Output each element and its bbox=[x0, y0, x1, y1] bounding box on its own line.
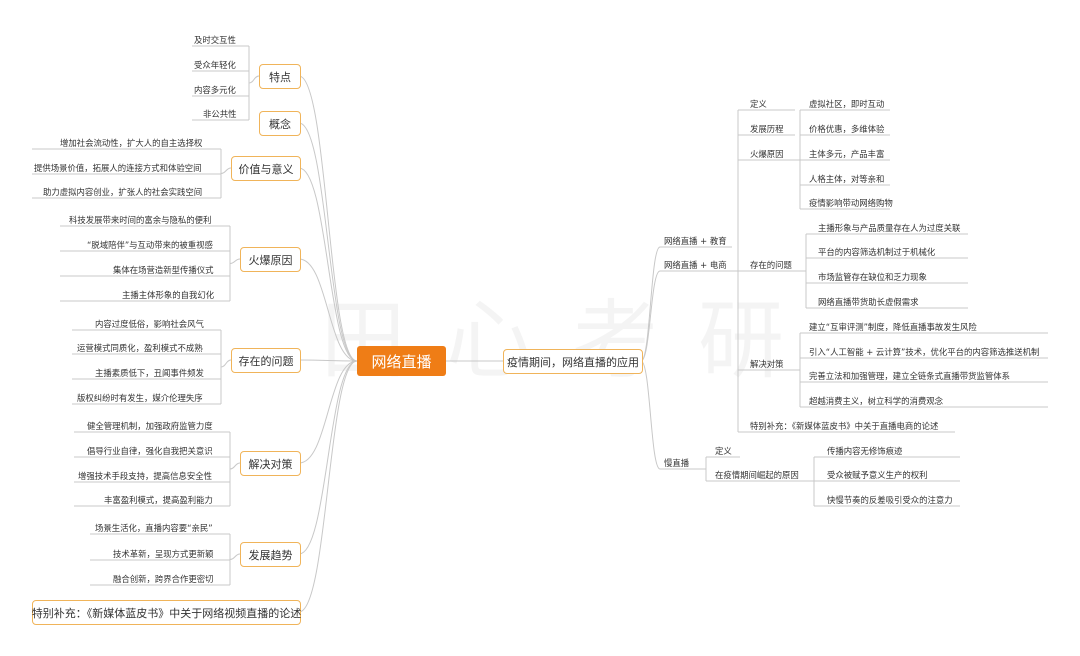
ecom-definition: 定义 bbox=[750, 99, 767, 109]
ecom-problem-1: 主播形象与产品质量存在人为过度关联 bbox=[818, 223, 961, 233]
ecom-solutions: 解决对策 bbox=[750, 359, 784, 369]
branch-problems[interactable]: 存在的问题 bbox=[231, 348, 301, 373]
ecom-solution-4: 超越消费主义，树立科学的消费观念 bbox=[809, 396, 943, 406]
leaf-trend-2: 技术革新，呈现方式更新颖 bbox=[113, 549, 214, 559]
branch-solutions[interactable]: 解决对策 bbox=[240, 451, 301, 476]
slow-rise-3: 快慢节奏的反差吸引受众的注意力 bbox=[827, 495, 953, 505]
slow-rise-2: 受众被赋予意义生产的权利 bbox=[827, 470, 928, 480]
root-node[interactable]: 网络直播 bbox=[357, 346, 446, 376]
ecom-solution-3: 完善立法和加强管理，建立全链条式直播带货监管体系 bbox=[809, 371, 1010, 381]
ecom-supplement: 特别补充：《新媒体蓝皮书》中关于直播电商的论述 bbox=[750, 421, 939, 431]
leaf-feature-3: 内容多元化 bbox=[194, 85, 236, 95]
branch-concept[interactable]: 概念 bbox=[259, 111, 301, 136]
leaf-value-1: 增加社会流动性，扩大人的自主选择权 bbox=[60, 138, 203, 148]
slow-rise: 在疫情期间崛起的原因 bbox=[715, 470, 799, 480]
ecom-reason-2: 价格优惠，多维体验 bbox=[809, 124, 885, 134]
ecom-problem-2: 平台的内容筛选机制过于机械化 bbox=[818, 247, 936, 257]
ecom-history: 发展历程 bbox=[750, 124, 784, 134]
sub-ecom[interactable]: 网络直播 + 电商 bbox=[664, 260, 727, 270]
leaf-solution-2: 倡导行业自律，强化自我把关意识 bbox=[87, 446, 213, 456]
sub-slow[interactable]: 慢直播 bbox=[664, 458, 690, 468]
branch-supplement[interactable]: 特别补充：《新媒体蓝皮书》中关于网络视频直播的论述 bbox=[32, 600, 301, 625]
leaf-solution-1: 健全管理机制，加强政府监管力度 bbox=[87, 421, 213, 431]
leaf-problem-3: 主播素质低下，丑闻事件频发 bbox=[95, 368, 204, 378]
ecom-reasons: 火爆原因 bbox=[750, 149, 784, 159]
branch-value[interactable]: 价值与意义 bbox=[231, 156, 301, 181]
branch-trends[interactable]: 发展趋势 bbox=[240, 542, 301, 567]
ecom-problem-4: 网络直播带货助长虚假需求 bbox=[818, 297, 919, 307]
leaf-popularity-4: 主播主体形象的自我幻化 bbox=[122, 290, 215, 300]
leaf-problem-2: 运营模式同质化，盈利模式不成熟 bbox=[77, 343, 203, 353]
ecom-reason-4: 人格主体，对等亲和 bbox=[809, 174, 885, 184]
leaf-trend-3: 融合创新，跨界合作更密切 bbox=[113, 574, 214, 584]
leaf-feature-2: 受众年轻化 bbox=[194, 60, 236, 70]
leaf-problem-1: 内容过度低俗，影响社会风气 bbox=[95, 319, 204, 329]
leaf-popularity-2: “脱域陪伴”与互动带来的被重视感 bbox=[87, 240, 213, 250]
leaf-solution-3: 增强技术手段支持，提高信息安全性 bbox=[78, 471, 212, 481]
leaf-feature-4: 非公共性 bbox=[203, 109, 237, 119]
leaf-feature-1: 及时交互性 bbox=[194, 35, 236, 45]
ecom-problem-3: 市场监管存在缺位和乏力现象 bbox=[818, 272, 927, 282]
branch-features[interactable]: 特点 bbox=[259, 64, 301, 89]
ecom-reason-1: 虚拟社区，即时互动 bbox=[809, 99, 885, 109]
branch-popularity[interactable]: 火爆原因 bbox=[240, 247, 301, 272]
ecom-solution-2: 引入“人工智能 + 云计算”技术，优化平台的内容筛选推送机制 bbox=[809, 347, 1040, 357]
ecom-solution-1: 建立“互审评测”制度，降低直播事故发生风险 bbox=[809, 322, 977, 332]
leaf-popularity-1: 科技发展带来时间的富余与隐私的便利 bbox=[69, 215, 212, 225]
ecom-reason-3: 主体多元，产品丰富 bbox=[809, 149, 885, 159]
slow-rise-1: 传播内容无修饰痕迹 bbox=[827, 446, 903, 456]
leaf-solution-4: 丰富盈利模式，提高盈利能力 bbox=[104, 495, 213, 505]
leaf-trend-1: 场景生活化，直播内容要“亲民” bbox=[95, 523, 213, 533]
leaf-value-3: 助力虚拟内容创业，扩张人的社会实践空间 bbox=[43, 187, 203, 197]
slow-definition: 定义 bbox=[715, 446, 732, 456]
leaf-popularity-3: 集体在场营造新型传播仪式 bbox=[113, 265, 214, 275]
ecom-reason-5: 疫情影响带动网络购物 bbox=[809, 198, 893, 208]
ecom-problems: 存在的问题 bbox=[750, 260, 792, 270]
branch-pandemic[interactable]: 疫情期间，网络直播的应用 bbox=[503, 349, 643, 374]
leaf-problem-4: 版权纠纷时有发生，媒介伦理失序 bbox=[77, 393, 203, 403]
sub-edu[interactable]: 网络直播 + 教育 bbox=[664, 236, 727, 246]
leaf-value-2: 提供场景价值，拓展人的连接方式和体验空间 bbox=[34, 163, 202, 173]
